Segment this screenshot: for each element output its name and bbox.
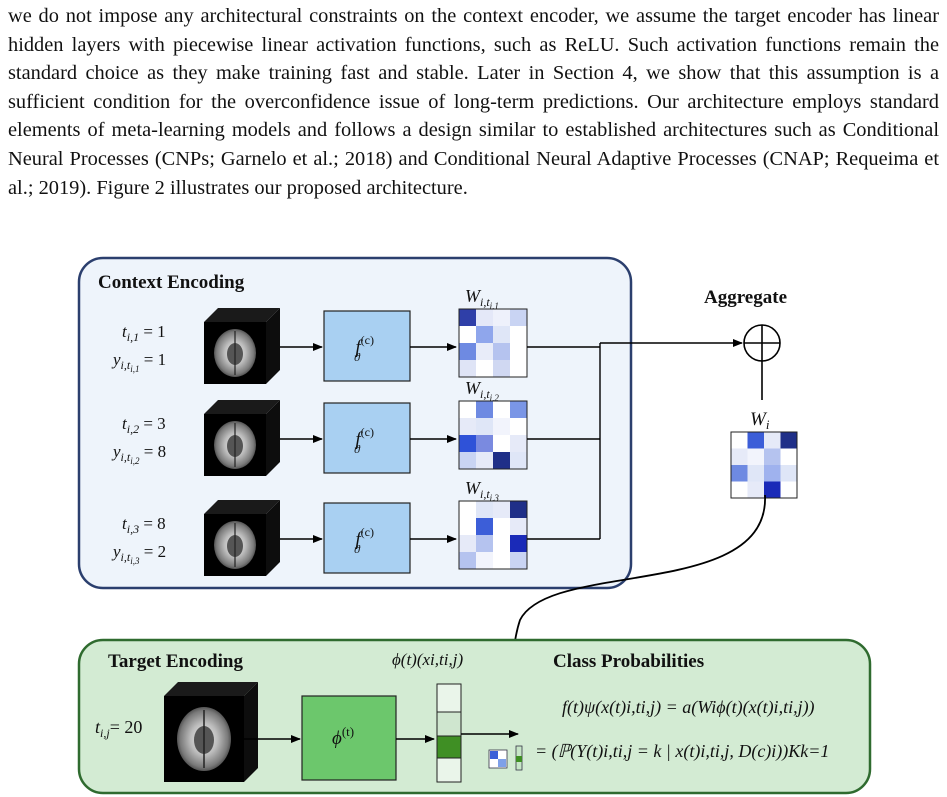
context-encoder-label: f(c)ϑ bbox=[354, 425, 374, 456]
context-time-label: ti,2 = 3 bbox=[122, 414, 166, 436]
aggregate-weight-matrix bbox=[730, 431, 798, 499]
context-weight-label: Wi,ti,1 bbox=[465, 286, 499, 311]
aggregate-title: Aggregate bbox=[704, 287, 787, 308]
context-mri-image bbox=[204, 400, 280, 476]
context-encoder-box bbox=[323, 502, 411, 574]
target-time-label: ti,j= 20 bbox=[95, 717, 142, 740]
context-label-value: yi,ti,1 = 1 bbox=[111, 350, 166, 374]
context-weight-label: Wi,ti,3 bbox=[465, 478, 499, 503]
context-weight-matrix bbox=[458, 400, 528, 470]
context-label-value: yi,ti,2 = 8 bbox=[111, 442, 166, 466]
context-weight-matrix bbox=[458, 500, 528, 570]
context-time-label: ti,1 = 1 bbox=[122, 322, 166, 344]
target-panel bbox=[77, 638, 872, 795]
context-encoder-box bbox=[323, 402, 411, 474]
feature-vector-label: ϕ(t)(xi,ti,j) bbox=[392, 650, 463, 669]
class-probabilities-title: Class Probabilities bbox=[553, 651, 704, 672]
target-encoder-label: ϕ(t) bbox=[332, 724, 354, 749]
context-label-value: yi,ti,3 = 2 bbox=[111, 542, 166, 566]
aggregate-weight-label: Wi bbox=[750, 409, 770, 432]
body-paragraph: we do not impose any architectural const… bbox=[8, 5, 939, 199]
context-row: ti,3 = 8 yi,ti,3 = 2 f(c)ϑ Wi,ti,3 bbox=[111, 478, 600, 576]
context-title: Context Encoding bbox=[98, 272, 245, 293]
target-encoder-box bbox=[301, 695, 397, 781]
context-weight-matrix bbox=[458, 308, 528, 378]
context-time-label: ti,3 = 8 bbox=[122, 514, 166, 536]
context-encoder-box bbox=[323, 310, 411, 382]
context-mri-image bbox=[204, 308, 280, 384]
target-title: Target Encoding bbox=[108, 651, 243, 672]
context-row: ti,2 = 3 yi,ti,2 = 8 f(c)ϑ Wi,ti,2 bbox=[111, 378, 600, 476]
formula-line-1: f(t)ψ(x(t)i,ti,j) = a(Wiϕ(t)(x(t)i,ti,j)… bbox=[562, 697, 815, 718]
context-mri-image bbox=[204, 500, 280, 576]
feature-vector bbox=[436, 683, 462, 783]
formula-line-2: = (ℙ(Y(t)i,ti,j = k | x(t)i,ti,j, D(c)i)… bbox=[535, 741, 829, 762]
context-weight-label: Wi,ti,2 bbox=[465, 378, 499, 403]
context-encoder-label: f(c)ϑ bbox=[354, 333, 374, 364]
aggregate-sum-icon bbox=[743, 324, 781, 362]
target-mri-image bbox=[164, 682, 258, 782]
context-encoder-label: f(c)ϑ bbox=[354, 525, 374, 556]
context-row: ti,1 = 1 yi,ti,1 = 1 f(c)ϑ Wi,ti,1 bbox=[111, 286, 600, 384]
product-icon bbox=[488, 745, 523, 771]
